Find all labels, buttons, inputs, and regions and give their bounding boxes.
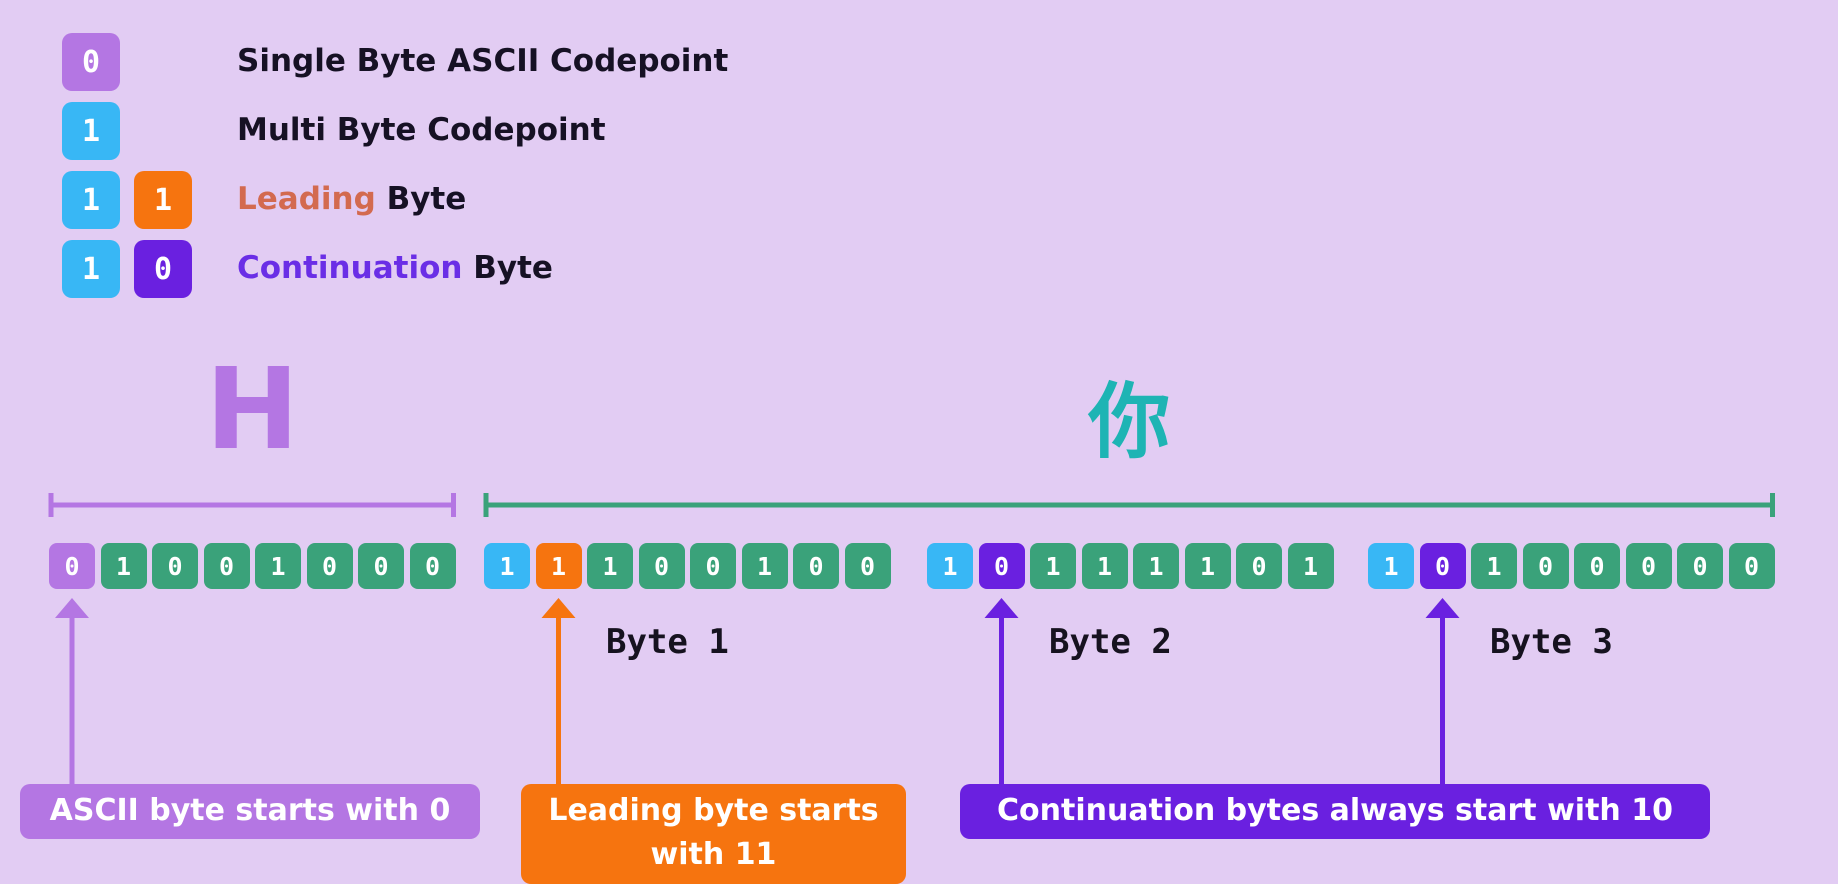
callout-arrow-head bbox=[541, 598, 576, 618]
bit-cell-data: 0 bbox=[1574, 543, 1620, 589]
legend-bit-multi: 1 bbox=[62, 171, 120, 229]
legend-label: Multi Byte Codepoint bbox=[237, 112, 606, 148]
bit-cell-multi: 1 bbox=[927, 543, 973, 589]
bit-cell-data: 0 bbox=[152, 543, 198, 589]
byte-label: Byte 2 bbox=[1049, 622, 1172, 662]
bit-cell-data: 1 bbox=[1030, 543, 1076, 589]
bit-cell-continuation: 0 bbox=[1419, 543, 1466, 589]
callout-arrow-head bbox=[984, 598, 1019, 618]
bit-cell-data: 1 bbox=[1471, 543, 1517, 589]
legend-bit-leading: 1 bbox=[134, 171, 192, 229]
bit-cell-multi: 1 bbox=[484, 543, 530, 589]
legend-bit-continuation: 0 bbox=[134, 240, 192, 298]
callout-ascii: ASCII byte starts with 0 bbox=[20, 784, 480, 839]
bit-cell-data: 0 bbox=[203, 543, 250, 589]
bit-cell-data: 0 bbox=[358, 543, 404, 589]
callout-arrow-head bbox=[55, 598, 89, 618]
connector-layer bbox=[48, 493, 1775, 784]
bit-cell-data: 0 bbox=[1728, 543, 1775, 589]
legend-label-part: Single Byte ASCII Codepoint bbox=[237, 43, 729, 79]
callout-arrow-head bbox=[1425, 598, 1460, 618]
legend-bit-multi: 1 bbox=[62, 240, 120, 298]
character-glyph: H bbox=[205, 345, 300, 475]
bit-cell-data: 0 bbox=[1522, 543, 1569, 589]
legend-label-part: Continuation bbox=[237, 250, 463, 286]
bit-cell-data: 1 bbox=[255, 543, 301, 589]
legend-bit-ascii: 0 bbox=[62, 33, 120, 91]
bit-cell-data: 0 bbox=[409, 543, 456, 589]
bit-cell-leading: 1 bbox=[535, 543, 582, 589]
legend-row: 1 Multi Byte Codepoint bbox=[62, 102, 962, 162]
utf8-encoding-diagram: 0 Single Byte ASCII Codepoint 1 Multi Byte … bbox=[20, 33, 1775, 884]
bit-cell-data: 0 bbox=[793, 543, 839, 589]
bit-cell-data: 0 bbox=[306, 543, 353, 589]
bit-cell-data: 0 bbox=[844, 543, 891, 589]
bit-cell-multi: 1 bbox=[1368, 543, 1414, 589]
legend-bit-multi: 1 bbox=[62, 102, 120, 160]
bit-cell-data: 1 bbox=[1081, 543, 1128, 589]
bit-cell-data: 0 bbox=[1625, 543, 1672, 589]
legend-label-part: Byte bbox=[375, 181, 467, 217]
legend-label-part: Byte bbox=[462, 250, 553, 286]
bit-cell-continuation: 0 bbox=[978, 543, 1025, 589]
bit-cell-data: 1 bbox=[1184, 543, 1231, 589]
bit-cell-data: 0 bbox=[690, 543, 736, 589]
legend-label-part: Multi Byte Codepoint bbox=[237, 112, 606, 148]
bit-cell-data: 1 bbox=[1133, 543, 1179, 589]
byte-label: Byte 3 bbox=[1490, 622, 1613, 662]
legend-label: Single Byte ASCII Codepoint bbox=[237, 43, 728, 79]
bit-cell-data: 0 bbox=[1236, 543, 1282, 589]
bit-cell-data: 1 bbox=[1287, 543, 1334, 589]
legend-row: 0 Single Byte ASCII Codepoint bbox=[62, 33, 962, 93]
character-glyph: 你 bbox=[1088, 375, 1171, 470]
legend-label: Continuation Byte bbox=[237, 250, 553, 286]
bit-cell-data: 0 bbox=[638, 543, 685, 589]
bit-cell-ascii: 0 bbox=[49, 543, 95, 589]
callout-continuation: Continuation bytes always start with 10 bbox=[960, 784, 1710, 839]
bit-cell-data: 0 bbox=[1677, 543, 1723, 589]
legend-label-part: Leading bbox=[237, 181, 376, 217]
bit-cell-data: 1 bbox=[587, 543, 633, 589]
bit-cell-data: 1 bbox=[100, 543, 147, 589]
callout-leading: Leading byte starts with 11 bbox=[521, 784, 906, 884]
bit-cell-data: 1 bbox=[741, 543, 788, 589]
legend-label: Leading Byte bbox=[237, 181, 466, 217]
byte-label: Byte 1 bbox=[606, 622, 729, 662]
